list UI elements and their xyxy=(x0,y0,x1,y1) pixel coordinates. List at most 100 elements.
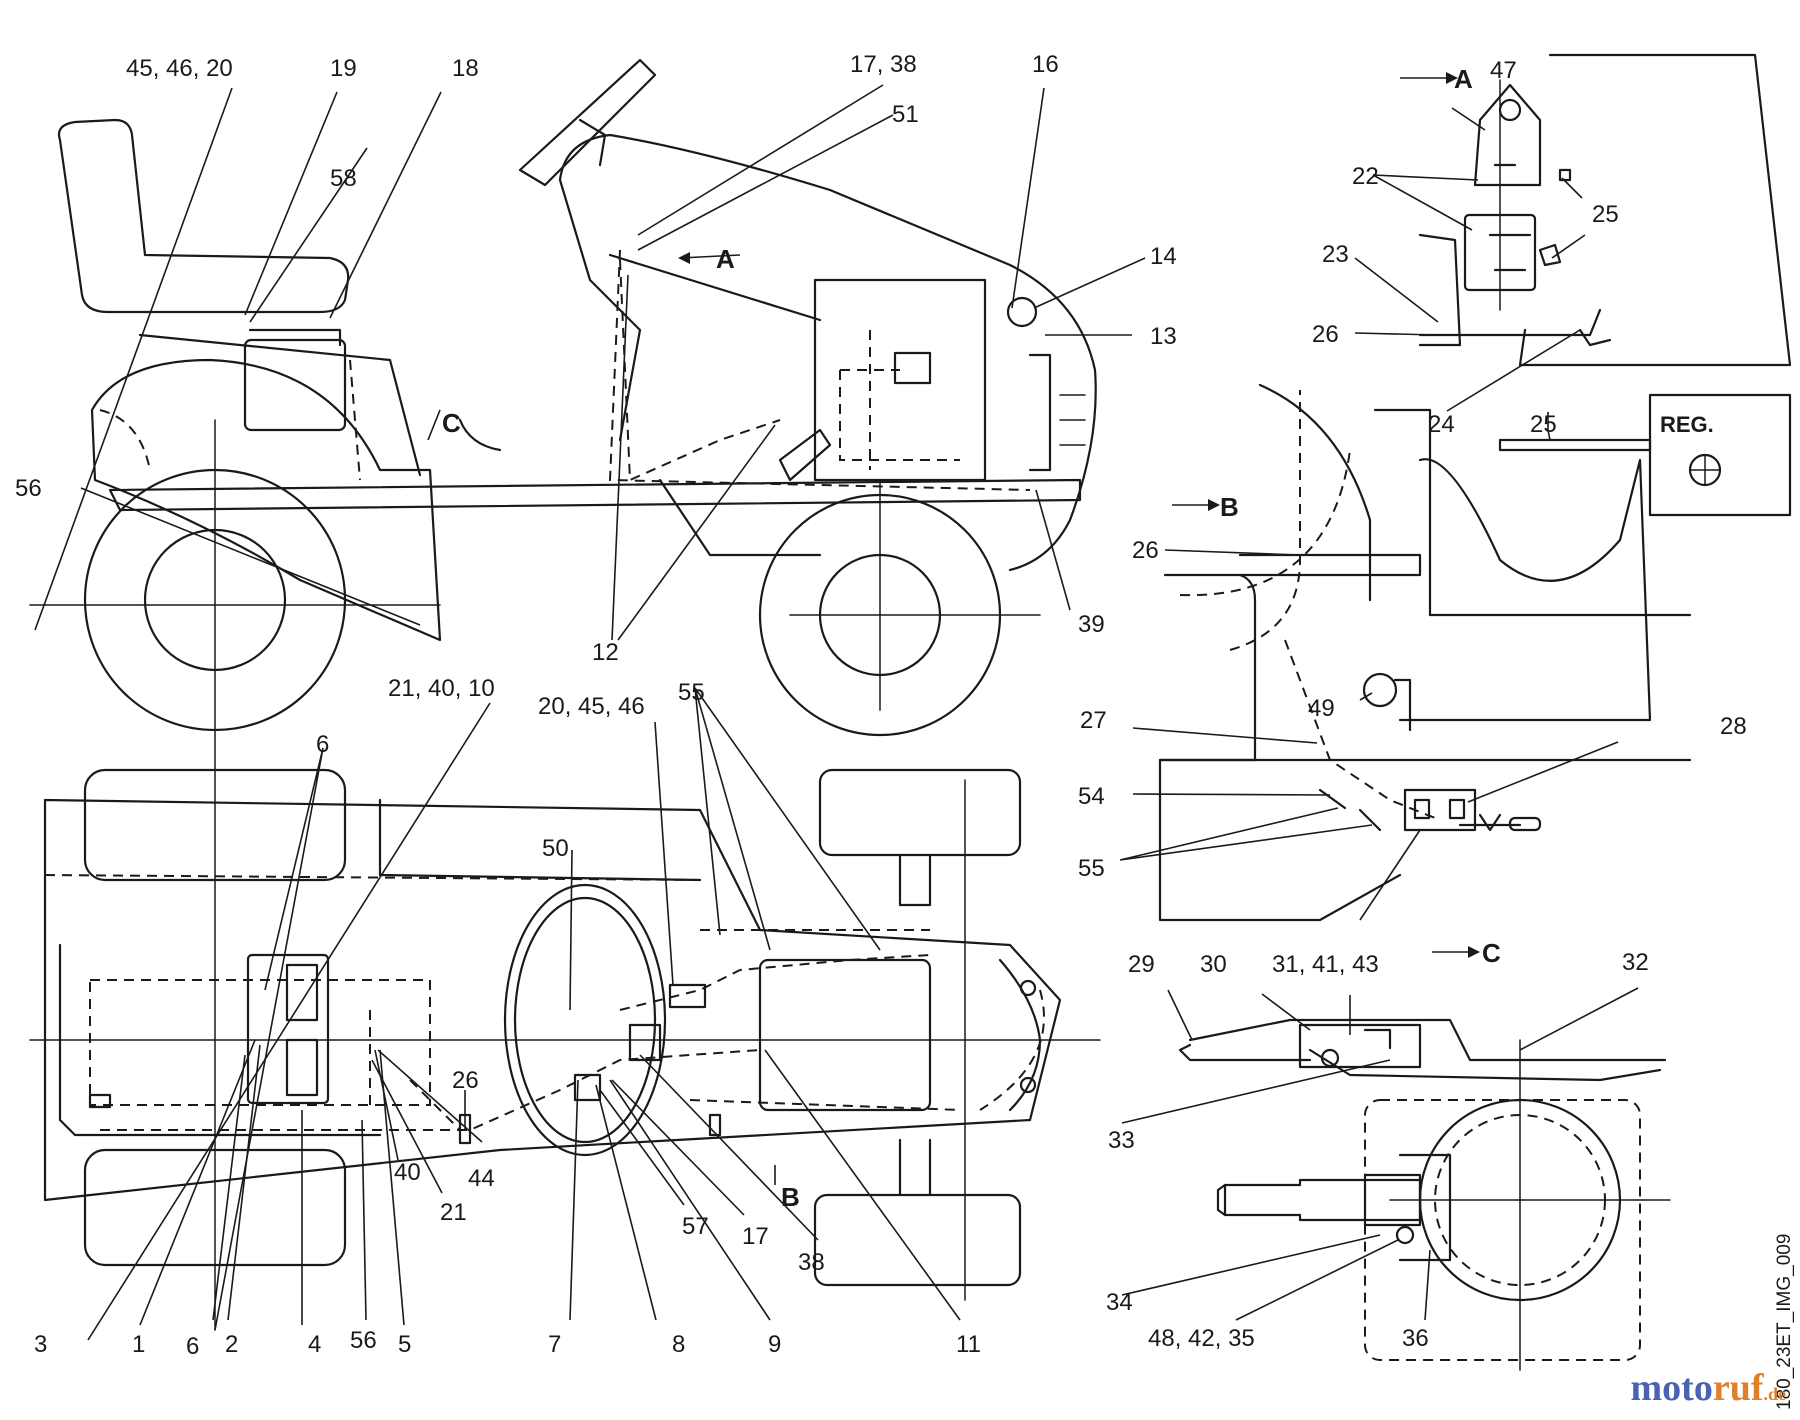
callout-36: 36 xyxy=(1402,1325,1429,1352)
battery-box xyxy=(243,338,347,432)
callout-12: 12 xyxy=(592,639,619,666)
callout-19: 19 xyxy=(330,55,357,82)
callout-47: 47 xyxy=(1490,57,1517,84)
view-tag-c-side: C xyxy=(427,408,461,441)
drum-frame xyxy=(1364,1099,1641,1361)
callout-51: 51 xyxy=(892,101,919,128)
callout-14: 14 xyxy=(1150,243,1177,270)
reg-label: REG. xyxy=(1660,412,1714,437)
wiring-harness-top xyxy=(100,954,931,1131)
rear-right-wheel-top xyxy=(83,1148,347,1267)
detail-a: REG. xyxy=(1418,53,1792,517)
dashboard xyxy=(558,133,1097,572)
image-id-label: 180_23ET_IMG_009 xyxy=(1774,1234,1795,1410)
callout-2: 2 xyxy=(225,1331,238,1358)
callout-9: 9 xyxy=(768,1331,781,1358)
detail-header-b-label: B xyxy=(1220,492,1239,522)
callout-45-46-20: 45, 46, 20 xyxy=(126,55,233,82)
watermark-part-a: moto xyxy=(1630,1367,1713,1409)
watermark-suffix: .de xyxy=(1763,1384,1787,1404)
detail-header-a-label: A xyxy=(1454,64,1473,94)
callout-30: 30 xyxy=(1200,951,1227,978)
rear-fender xyxy=(90,358,442,642)
callout-18: 18 xyxy=(452,55,479,82)
callout-21: 21 xyxy=(440,1199,467,1226)
reg-plate xyxy=(1648,393,1792,517)
callout-56-bottom: 56 xyxy=(350,1327,377,1354)
front-left-wheel-top xyxy=(818,768,1022,857)
callout-17-bottom: 17 xyxy=(742,1223,769,1250)
watermark-part-b: ruf xyxy=(1712,1367,1764,1409)
steering-wheel xyxy=(518,58,657,187)
detail-header-b: B xyxy=(1172,492,1239,522)
headlight xyxy=(1006,296,1038,328)
callout-40: 40 xyxy=(394,1159,421,1186)
callout-56-top: 56 xyxy=(15,475,42,502)
callout-29: 29 xyxy=(1128,951,1155,978)
detail-header-c: C xyxy=(1432,938,1501,968)
view-tag-c-label: C xyxy=(442,408,461,438)
callout-16: 16 xyxy=(1032,51,1059,78)
view-tag-b-top: B xyxy=(774,1165,800,1212)
detail-c xyxy=(1178,1018,1671,1371)
callout-57: 57 xyxy=(682,1213,709,1240)
leader-lines xyxy=(34,84,1639,1341)
relay-upper xyxy=(1473,83,1542,187)
callout-58: 58 xyxy=(330,165,357,192)
callout-11: 11 xyxy=(956,1331,981,1358)
callout-32: 32 xyxy=(1622,949,1649,976)
callout-28: 28 xyxy=(1720,713,1747,740)
callout-24: 24 xyxy=(1428,411,1455,438)
engine-top xyxy=(758,958,932,1112)
callout-48-42-35: 48, 42, 35 xyxy=(1148,1325,1255,1352)
callout-26-b: 26 xyxy=(1132,537,1159,564)
callout-31-41-43: 31, 41, 43 xyxy=(1272,951,1379,978)
callout-39: 39 xyxy=(1078,611,1105,638)
detail-b xyxy=(1158,383,1692,922)
callout-26-bottom: 26 xyxy=(452,1067,479,1094)
callout-6-top: 6 xyxy=(316,731,329,758)
light-49 xyxy=(1362,672,1398,708)
tractor-frame xyxy=(108,478,1082,512)
callout-49: 49 xyxy=(1308,695,1335,722)
callout-21-40-10: 21, 40, 10 xyxy=(388,675,495,702)
wiring-harness-side xyxy=(99,249,1031,491)
callout-54: 54 xyxy=(1078,783,1105,810)
detail-header-a: A xyxy=(1400,64,1473,94)
callout-27: 27 xyxy=(1080,707,1107,734)
callout-50: 50 xyxy=(542,835,569,862)
callout-34: 34 xyxy=(1106,1289,1133,1316)
callout-1: 1 xyxy=(132,1331,145,1358)
view-tag-a-label: A xyxy=(716,244,735,274)
callout-7: 7 xyxy=(548,1331,561,1358)
callout-3: 3 xyxy=(34,1331,47,1358)
battery-top xyxy=(246,953,330,1105)
callout-44: 44 xyxy=(468,1165,495,1192)
callout-13: 13 xyxy=(1150,323,1177,350)
rear-left-wheel-top xyxy=(83,768,347,882)
callout-55-right: 55 xyxy=(1078,855,1105,882)
callout-labels: 45, 46, 20 19 18 58 17, 38 51 16 14 13 5… xyxy=(15,51,1747,1360)
detail-header-c-label: C xyxy=(1482,938,1501,968)
front-right-wheel-top xyxy=(813,1193,1022,1287)
callout-22: 22 xyxy=(1352,163,1379,190)
callout-33: 33 xyxy=(1108,1127,1135,1154)
callout-17-38-top: 17, 38 xyxy=(850,51,917,78)
callout-20-45-46: 20, 45, 46 xyxy=(538,693,645,720)
tractor-side-view xyxy=(29,58,1097,1331)
view-tag-a-side: A xyxy=(678,244,741,274)
connector-block-28 xyxy=(1403,788,1477,832)
view-tag-b-top-label: B xyxy=(781,1182,800,1212)
steering-disk-top xyxy=(503,883,667,1157)
callout-6-bottom: 6 xyxy=(186,1333,199,1360)
engine-block xyxy=(813,278,987,482)
callout-8: 8 xyxy=(672,1331,685,1358)
callout-5: 5 xyxy=(398,1331,411,1358)
callout-55-top: 55 xyxy=(678,679,705,706)
callout-38-bottom: 38 xyxy=(798,1249,825,1276)
callout-25-a: 25 xyxy=(1592,201,1619,228)
callout-26-right: 26 xyxy=(1312,321,1339,348)
callout-25-b: 25 xyxy=(1530,411,1557,438)
motoruf-watermark: motoruf.de xyxy=(1631,1366,1786,1410)
